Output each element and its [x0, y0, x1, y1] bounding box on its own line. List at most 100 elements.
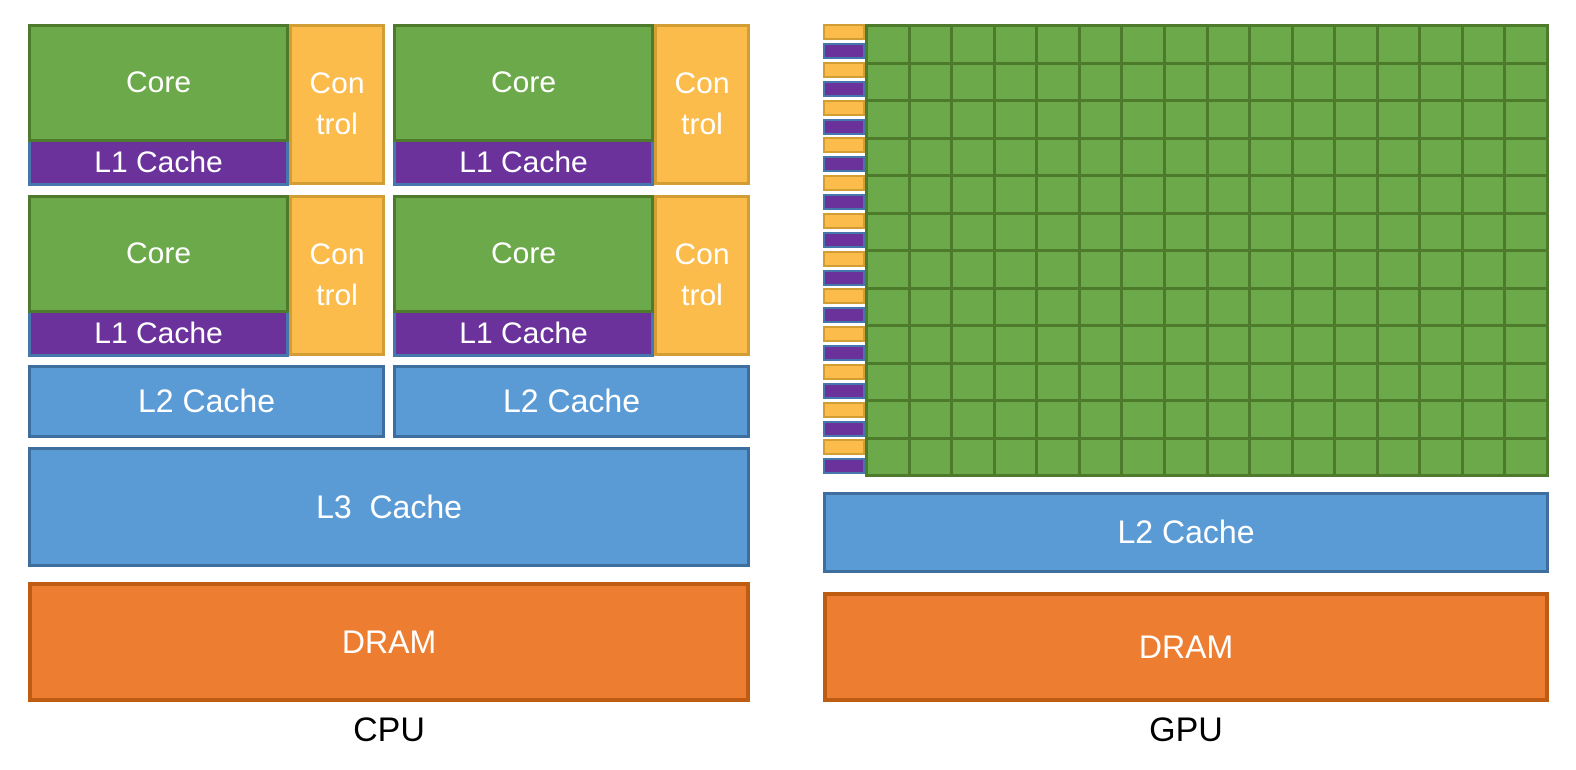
gpu-core-cell: [1421, 364, 1461, 399]
gpu-core-cell: [1123, 327, 1163, 362]
gpu-core-cell: [868, 139, 908, 174]
gpu-control-strip: [823, 99, 865, 116]
gpu-row-control-l1: [823, 288, 865, 326]
gpu-core-cell: [1123, 177, 1163, 212]
gpu-core-cell: [1421, 102, 1461, 137]
gpu-core-cell: [953, 439, 993, 474]
gpu-core-cell: [1336, 64, 1376, 99]
gpu-core-cell: [1506, 289, 1546, 324]
gpu-l2-label: L2 Cache: [1117, 514, 1255, 550]
gpu-core-cell: [868, 289, 908, 324]
cpu-l3-label: L3 Cache: [316, 488, 462, 525]
gpu-core-cell: [1038, 139, 1078, 174]
gpu-core-cell: [1251, 289, 1291, 324]
gpu-core-cell: [1421, 252, 1461, 287]
cpu-l1-cache-block: L1 Cache: [393, 142, 654, 186]
gpu-core-cell: [1251, 327, 1291, 362]
gpu-core-cell: [1123, 27, 1163, 62]
gpu-l1-strip: [823, 458, 865, 475]
gpu-core-cell: [1506, 364, 1546, 399]
gpu-core-cell: [1165, 439, 1206, 474]
gpu-row-control-l1: [823, 326, 865, 364]
gpu-row-control-l1: [823, 439, 865, 477]
gpu-core-cell: [1080, 102, 1121, 137]
gpu-core-cell: [910, 327, 951, 362]
gpu-core-cell: [1251, 177, 1291, 212]
gpu-l1-strip: [823, 80, 865, 97]
gpu-core-cell: [1123, 289, 1163, 324]
gpu-core-cell: [1506, 102, 1546, 137]
gpu-core-cell: [1208, 139, 1249, 174]
cpu-core-block: Core: [393, 24, 654, 142]
gpu-row-control-l1: [823, 363, 865, 402]
gpu-core-cell: [1293, 139, 1334, 174]
gpu-core-cell: [868, 402, 908, 437]
gpu-l1-strip: [823, 43, 865, 59]
gpu-l1-strip: [823, 382, 865, 399]
gpu-l1-strip: [823, 194, 865, 210]
gpu-l1-strip: [823, 345, 865, 361]
gpu-core-cell: [1038, 102, 1078, 137]
gpu-core-cell: [1208, 27, 1249, 62]
gpu-core-cell: [1378, 439, 1419, 474]
gpu-core-cell: [1123, 64, 1163, 99]
cpu-dram-label: DRAM: [341, 623, 437, 660]
gpu-core-cell: [953, 364, 993, 399]
gpu-core-cell: [1208, 252, 1249, 287]
gpu-core-cell: [1251, 402, 1291, 437]
gpu-core-cell: [1038, 252, 1078, 287]
gpu-core-cell: [995, 64, 1036, 99]
gpu-row-control-l1: [823, 212, 865, 251]
gpu-core-cell: [1506, 64, 1546, 99]
gpu-control-l1-column: [823, 24, 865, 477]
gpu-core-cell: [910, 439, 951, 474]
cpu-l2-cache-bar: L2 Cache: [393, 365, 750, 438]
gpu-core-cell: [1293, 177, 1334, 212]
gpu-core-cell: [995, 252, 1036, 287]
gpu-core-cell: [1293, 402, 1334, 437]
gpu-core-cell: [1208, 439, 1249, 474]
gpu-core-cell: [1336, 27, 1376, 62]
cpu-core-block: Core: [393, 195, 654, 313]
gpu-core-cell: [953, 139, 993, 174]
gpu-core-cell: [1165, 102, 1206, 137]
gpu-dram-label: DRAM: [1138, 628, 1234, 665]
cpu-control-block: Con trol: [289, 195, 385, 356]
gpu-core-cell: [1123, 364, 1163, 399]
gpu-core-cell: [1038, 364, 1078, 399]
gpu-core-cell: [1463, 214, 1504, 249]
gpu-core-cell: [868, 327, 908, 362]
cpu-control-block: Con trol: [289, 24, 385, 185]
cpu-control-block: Con trol: [654, 195, 750, 356]
gpu-core-cell: [1421, 139, 1461, 174]
gpu-core-cell: [1463, 439, 1504, 474]
gpu-core-cell: [1463, 252, 1504, 287]
gpu-core-cell: [1208, 64, 1249, 99]
gpu-row-control-l1: [823, 401, 865, 440]
gpu-core-cell: [1463, 102, 1504, 137]
gpu-core-cell: [1463, 27, 1504, 62]
gpu-core-cell: [868, 214, 908, 249]
gpu-core-cell: [1506, 439, 1546, 474]
gpu-core-cell: [1421, 439, 1461, 474]
gpu-l1-strip: [823, 156, 865, 173]
gpu-core-cell: [1080, 139, 1121, 174]
gpu-core-cell: [1165, 64, 1206, 99]
gpu-control-strip: [823, 326, 865, 342]
gpu-core-cell: [1463, 139, 1504, 174]
gpu-core-cell: [1251, 364, 1291, 399]
gpu-core-cell: [953, 402, 993, 437]
gpu-core-cell: [1293, 364, 1334, 399]
gpu-core-cell: [1421, 327, 1461, 362]
cpu-control-label: Con trol: [674, 67, 730, 141]
gpu-core-cell: [1336, 327, 1376, 362]
gpu-l1-strip: [823, 118, 865, 135]
gpu-core-cell: [1293, 214, 1334, 249]
gpu-core-cell: [1293, 289, 1334, 324]
gpu-core-cell: [868, 364, 908, 399]
gpu-core-cell: [1421, 214, 1461, 249]
gpu-core-cell: [868, 177, 908, 212]
gpu-core-cell: [1463, 364, 1504, 399]
gpu-core-cell: [995, 139, 1036, 174]
cpu-l3-cache-bar: L3 Cache: [28, 447, 750, 567]
